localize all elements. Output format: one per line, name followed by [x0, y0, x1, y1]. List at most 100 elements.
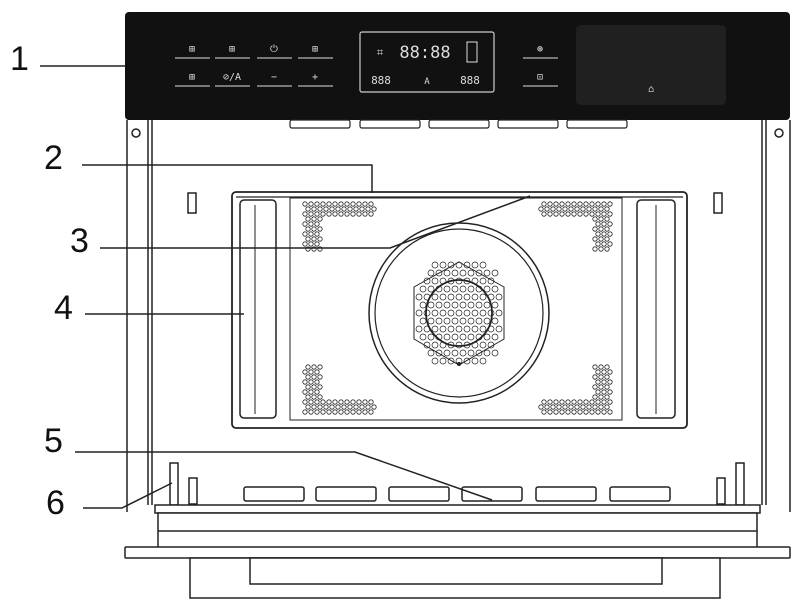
- vent-hole: [302, 221, 308, 227]
- vent-hole: [431, 357, 439, 365]
- vent-hole: [601, 211, 607, 217]
- vent-hole: [467, 269, 475, 277]
- vent-hole: [311, 394, 317, 400]
- vent-hole: [451, 317, 459, 325]
- vent-hole: [607, 221, 613, 227]
- vent-hole: [443, 301, 451, 309]
- vent-hole: [455, 325, 463, 333]
- panel-btn-bottom-4[interactable]: +: [312, 72, 318, 83]
- vent-hole: [592, 226, 598, 232]
- door-open-pad[interactable]: [576, 25, 726, 105]
- vent-hole: [314, 409, 320, 415]
- vent-hole: [368, 201, 374, 207]
- vent-hole: [553, 201, 559, 207]
- display-level-icon: [466, 41, 478, 63]
- panel-btn-top-4[interactable]: ⊞: [312, 44, 318, 55]
- vent-hole: [308, 211, 314, 217]
- leader-3: [100, 195, 531, 249]
- vent-hole: [550, 206, 556, 212]
- vent-hole: [589, 201, 595, 207]
- panel-button-underlines: [175, 57, 333, 87]
- vent-hole: [329, 206, 335, 212]
- vent-hole: [577, 399, 583, 405]
- oven-body: [126, 120, 791, 512]
- vent-hole: [541, 211, 547, 217]
- vent-hole: [427, 349, 435, 357]
- vent-hole: [556, 404, 562, 410]
- vent-hole: [607, 399, 613, 405]
- vent-hole: [431, 277, 439, 285]
- vent-hole: [479, 293, 487, 301]
- vent-hole: [479, 277, 487, 285]
- vent-hole: [547, 409, 553, 415]
- vent-hole: [538, 404, 544, 410]
- vent-hole: [550, 404, 556, 410]
- vent-hole: [586, 404, 592, 410]
- vent-hole: [565, 399, 571, 405]
- vent-hole: [607, 369, 613, 375]
- vent-hole: [451, 301, 459, 309]
- panel-btn-bottom-1[interactable]: ⊞: [189, 72, 195, 83]
- vent-hole: [595, 201, 601, 207]
- vent-hole: [311, 206, 317, 212]
- vent-hole: [338, 211, 344, 217]
- vent-hole: [431, 325, 439, 333]
- latch-right: [713, 192, 723, 214]
- screw-right-icon: [774, 128, 784, 138]
- vent-hole: [559, 409, 565, 415]
- vent-hole: [607, 231, 613, 237]
- vent-hole: [415, 293, 423, 301]
- vent-hole: [368, 399, 374, 405]
- vent-hole: [314, 379, 320, 385]
- vent-hole: [317, 374, 323, 380]
- vent-hole: [311, 226, 317, 232]
- vent-hole: [541, 201, 547, 207]
- vent-hole: [604, 394, 610, 400]
- vent-hole: [491, 333, 499, 341]
- vent-hole: [487, 277, 495, 285]
- vent-hole: [586, 206, 592, 212]
- vent-hole: [592, 384, 598, 390]
- vent-hole: [335, 206, 341, 212]
- vent-hole: [371, 404, 377, 410]
- vent-hole: [362, 409, 368, 415]
- vent-hole: [598, 206, 604, 212]
- vent-hole: [431, 261, 439, 269]
- panel-btn-bottom-3[interactable]: −: [271, 72, 277, 83]
- turntable-center: [425, 279, 493, 347]
- vent-hole: [475, 349, 483, 357]
- vent-hole: [439, 357, 447, 365]
- vent-hole: [338, 399, 344, 405]
- panel-btn-right-1[interactable]: ⊛: [537, 44, 543, 55]
- vent-hole: [595, 399, 601, 405]
- vent-hole: [427, 269, 435, 277]
- vent-hole: [471, 261, 479, 269]
- vent-hole: [565, 211, 571, 217]
- vent-hole: [491, 317, 499, 325]
- vent-hole: [302, 231, 308, 237]
- vent-hole: [592, 404, 598, 410]
- vent-hole: [574, 404, 580, 410]
- panel-btn-right-2[interactable]: ⊡: [537, 72, 543, 83]
- control-panel: ⊞ ⊞ ⏻ ⊞ ⊞ ⊘/A − + ⌗ 88:88 888 A 888 ⊛ ⊡: [125, 12, 790, 120]
- vent-hole: [598, 226, 604, 232]
- panel-btn-bottom-2[interactable]: ⊘/A: [223, 72, 241, 83]
- vent-hole: [447, 309, 455, 317]
- panel-btn-top-2[interactable]: ⊞: [229, 44, 235, 55]
- vent-hole: [443, 269, 451, 277]
- vent-hole: [553, 399, 559, 405]
- vent-hole: [467, 285, 475, 293]
- panel-btn-top-3[interactable]: ⏻: [270, 44, 278, 55]
- panel-btn-top-1[interactable]: ⊞: [189, 44, 195, 55]
- vent-hole: [305, 206, 311, 212]
- vent-hole: [451, 285, 459, 293]
- vent-hole: [467, 349, 475, 357]
- callout-5: 5: [44, 422, 63, 460]
- vent-hole: [317, 226, 323, 232]
- vent-hole: [547, 211, 553, 217]
- door-handle-inner: [249, 557, 663, 585]
- turntable-pin: [457, 362, 461, 366]
- vent-hole: [317, 236, 323, 242]
- vent-hole: [305, 246, 311, 252]
